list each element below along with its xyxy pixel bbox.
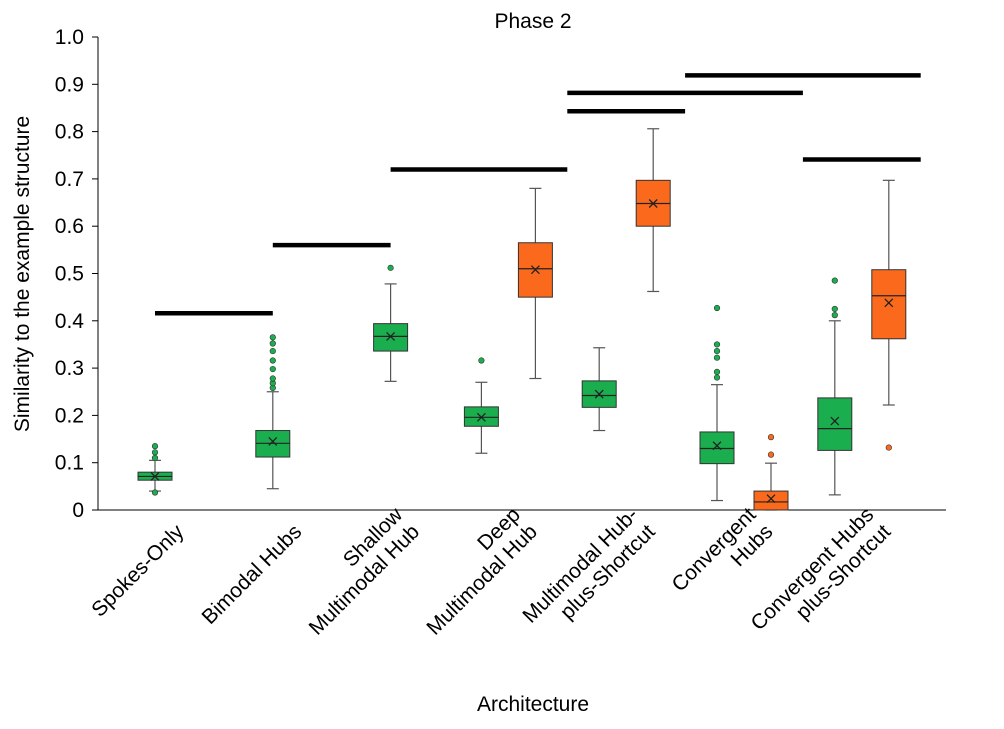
y-tick-label: 1.0 xyxy=(55,26,84,49)
outlier-point xyxy=(713,347,721,355)
outlier-point xyxy=(151,489,159,496)
y-tick-label: 0.4 xyxy=(55,310,85,333)
outlier-point xyxy=(269,375,276,382)
mean-marker xyxy=(268,436,278,446)
outlier-point xyxy=(269,357,276,364)
outlier-point xyxy=(831,305,838,313)
box-green xyxy=(463,357,499,454)
mean-marker xyxy=(530,265,540,275)
x-tick-label: Spokes-Only xyxy=(87,520,189,622)
mean-marker xyxy=(648,199,658,208)
outlier-point xyxy=(767,451,775,458)
box-orange xyxy=(871,179,907,451)
outlier-point xyxy=(387,264,394,271)
box-green xyxy=(817,277,853,496)
y-tick-label: 0.2 xyxy=(55,404,84,427)
box-green xyxy=(699,304,735,502)
x-tick-label: Bimodal Hubs xyxy=(198,520,307,629)
outlier-point xyxy=(713,341,721,348)
mean-marker xyxy=(386,331,396,341)
mean-marker xyxy=(884,298,894,308)
y-tick-label: 0.9 xyxy=(55,73,84,96)
mean-marker xyxy=(766,494,776,504)
mean-marker xyxy=(476,412,486,422)
y-tick-group: 0 0.1 0.2 0.3 0.4 0.5 0.6 0.7 0.8 0.9 1.0 xyxy=(55,26,98,522)
y-axis-label: Similarity to the example structure xyxy=(11,116,34,432)
outlier-point xyxy=(831,312,838,319)
outlier-point xyxy=(269,340,276,347)
outlier-point xyxy=(831,277,838,284)
box-iqr xyxy=(753,490,789,511)
outlier-point xyxy=(269,334,276,341)
outlier-point xyxy=(151,454,159,462)
box-orange xyxy=(635,128,671,293)
box-green xyxy=(373,264,409,382)
y-tick-label: 0.1 xyxy=(55,452,84,475)
box-green xyxy=(581,347,617,432)
box-iqr xyxy=(871,269,907,340)
outlier-point xyxy=(151,449,159,456)
mean-marker xyxy=(150,471,160,481)
outlier-point xyxy=(885,444,892,451)
outlier-point xyxy=(269,365,276,373)
x-tick-label-line: Spokes-Only xyxy=(87,520,189,622)
mean-marker xyxy=(712,441,722,451)
x-axis-label: Architecture xyxy=(477,693,589,716)
outlier-point xyxy=(713,354,721,361)
y-tick-label: 0.7 xyxy=(55,168,84,191)
mean-marker xyxy=(830,416,840,426)
y-tick-label: 0.6 xyxy=(55,215,84,238)
y-tick-label: 0.5 xyxy=(55,263,84,286)
box-iqr xyxy=(817,397,853,451)
x-tick-label-line: Bimodal Hubs xyxy=(198,520,307,629)
box-orange xyxy=(753,434,789,511)
outlier-point xyxy=(478,357,485,364)
x-tick-label: Multimodal Hub-plus-Shortcut xyxy=(518,503,659,627)
significance-bar-group xyxy=(155,73,921,316)
outlier-point xyxy=(713,304,721,312)
y-tick-label: 0.3 xyxy=(55,357,84,380)
outlier-point xyxy=(269,347,276,355)
box-green xyxy=(255,334,291,490)
box-iqr xyxy=(373,323,409,352)
box-iqr xyxy=(581,380,617,408)
box-green xyxy=(137,443,173,496)
mean-marker xyxy=(594,389,604,399)
box-orange xyxy=(517,187,553,380)
chart-title: Phase 2 xyxy=(494,10,571,33)
y-tick-label: 0 xyxy=(72,499,84,522)
outlier-point xyxy=(713,374,721,381)
outlier-point xyxy=(151,443,159,450)
box-iqr xyxy=(699,431,735,465)
y-tick-label: 0.8 xyxy=(55,121,84,144)
outlier-point xyxy=(713,368,721,375)
box-group xyxy=(137,128,907,511)
outlier-point xyxy=(767,434,775,441)
